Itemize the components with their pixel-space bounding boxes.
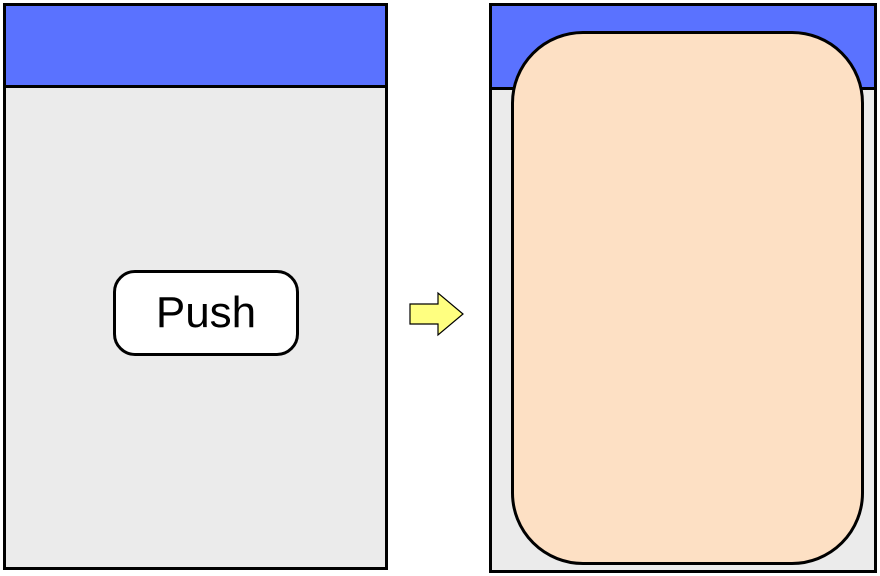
right-arrow-icon — [409, 291, 464, 337]
overlay-panel — [511, 31, 864, 565]
top-bar-before — [6, 6, 385, 88]
screen-after — [489, 3, 877, 573]
push-button[interactable]: Push — [113, 270, 299, 356]
screen-before: Push — [3, 3, 388, 570]
